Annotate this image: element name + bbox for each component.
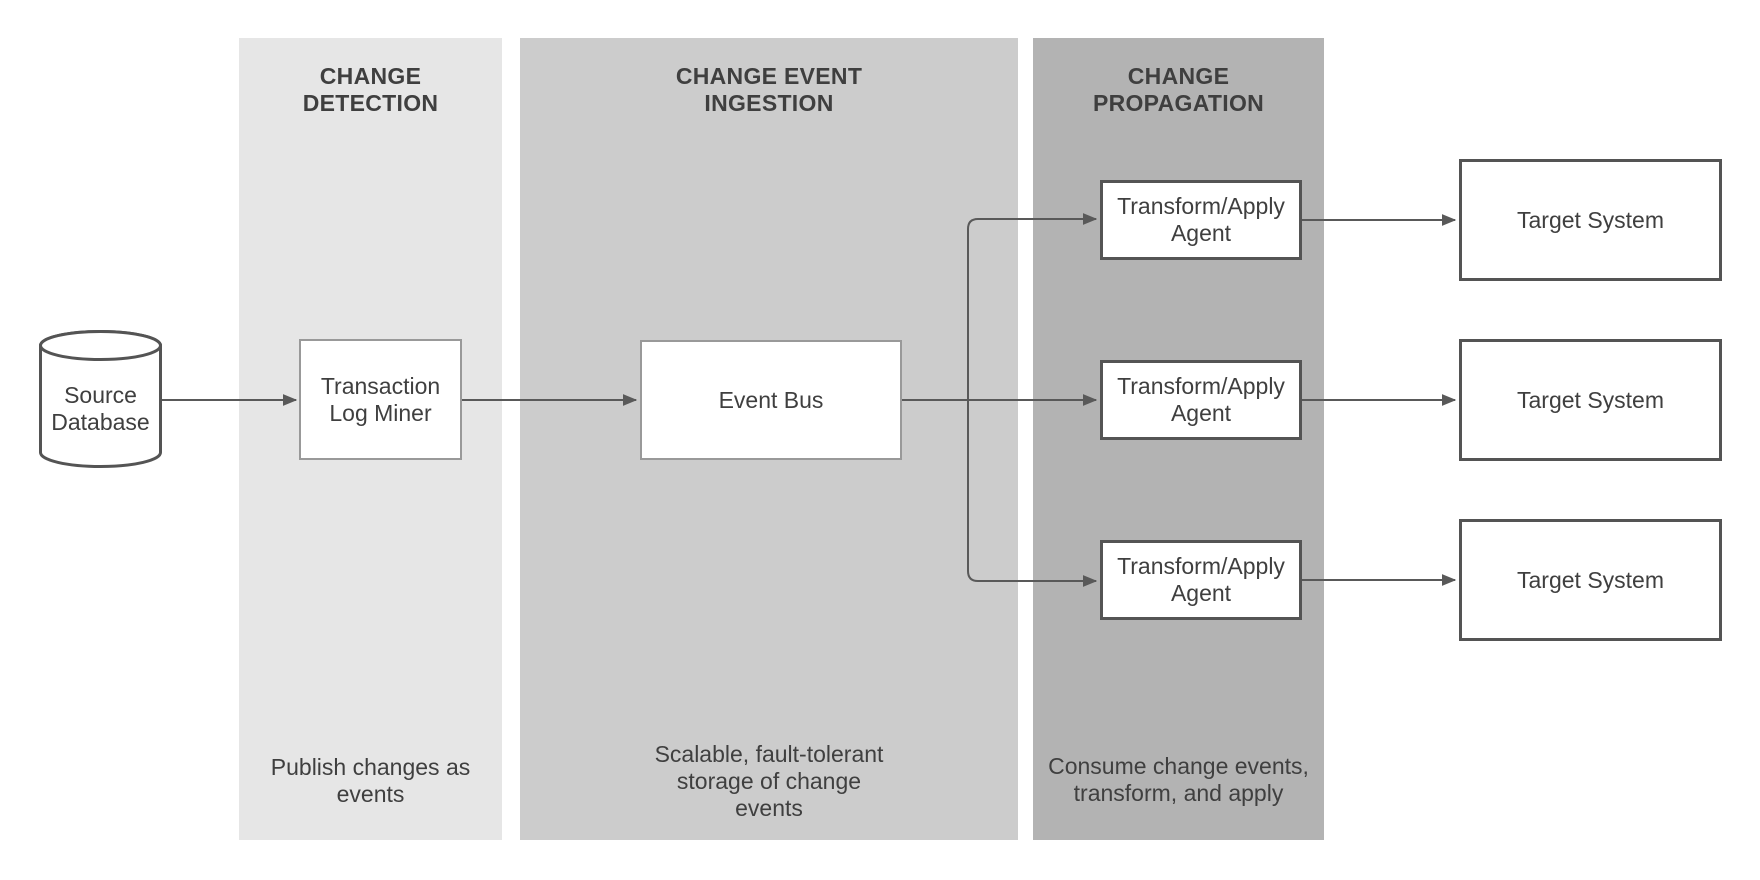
node-transform-apply-agent-2: Transform/Apply Agent: [1100, 360, 1302, 440]
lane-change-event-ingestion: CHANGE EVENT INGESTION Scalable, fault-t…: [520, 38, 1018, 840]
node-transform-apply-agent-1: Transform/Apply Agent: [1100, 180, 1302, 260]
node-source-database: Source Database: [51, 382, 150, 435]
lane-title-change-event-ingestion: CHANGE EVENT INGESTION: [675, 63, 863, 116]
node-transform-apply-agent-3: Transform/Apply Agent: [1100, 540, 1302, 620]
node-target-system-2: Target System: [1459, 339, 1722, 461]
lane-caption-change-detection: Publish changes as events: [270, 754, 471, 807]
lane-title-change-detection: CHANGE DETECTION: [302, 63, 439, 116]
lane-title-change-propagation: CHANGE PROPAGATION: [1092, 63, 1265, 116]
lane-caption-change-propagation: Consume change events, transform, and ap…: [1048, 753, 1309, 806]
node-transaction-log-miner: Transaction Log Miner: [299, 339, 462, 460]
lane-caption-change-event-ingestion: Scalable, fault-tolerant storage of chan…: [654, 741, 884, 821]
node-target-system-3: Target System: [1459, 519, 1722, 641]
node-event-bus: Event Bus: [640, 340, 902, 460]
node-target-system-1: Target System: [1459, 159, 1722, 281]
